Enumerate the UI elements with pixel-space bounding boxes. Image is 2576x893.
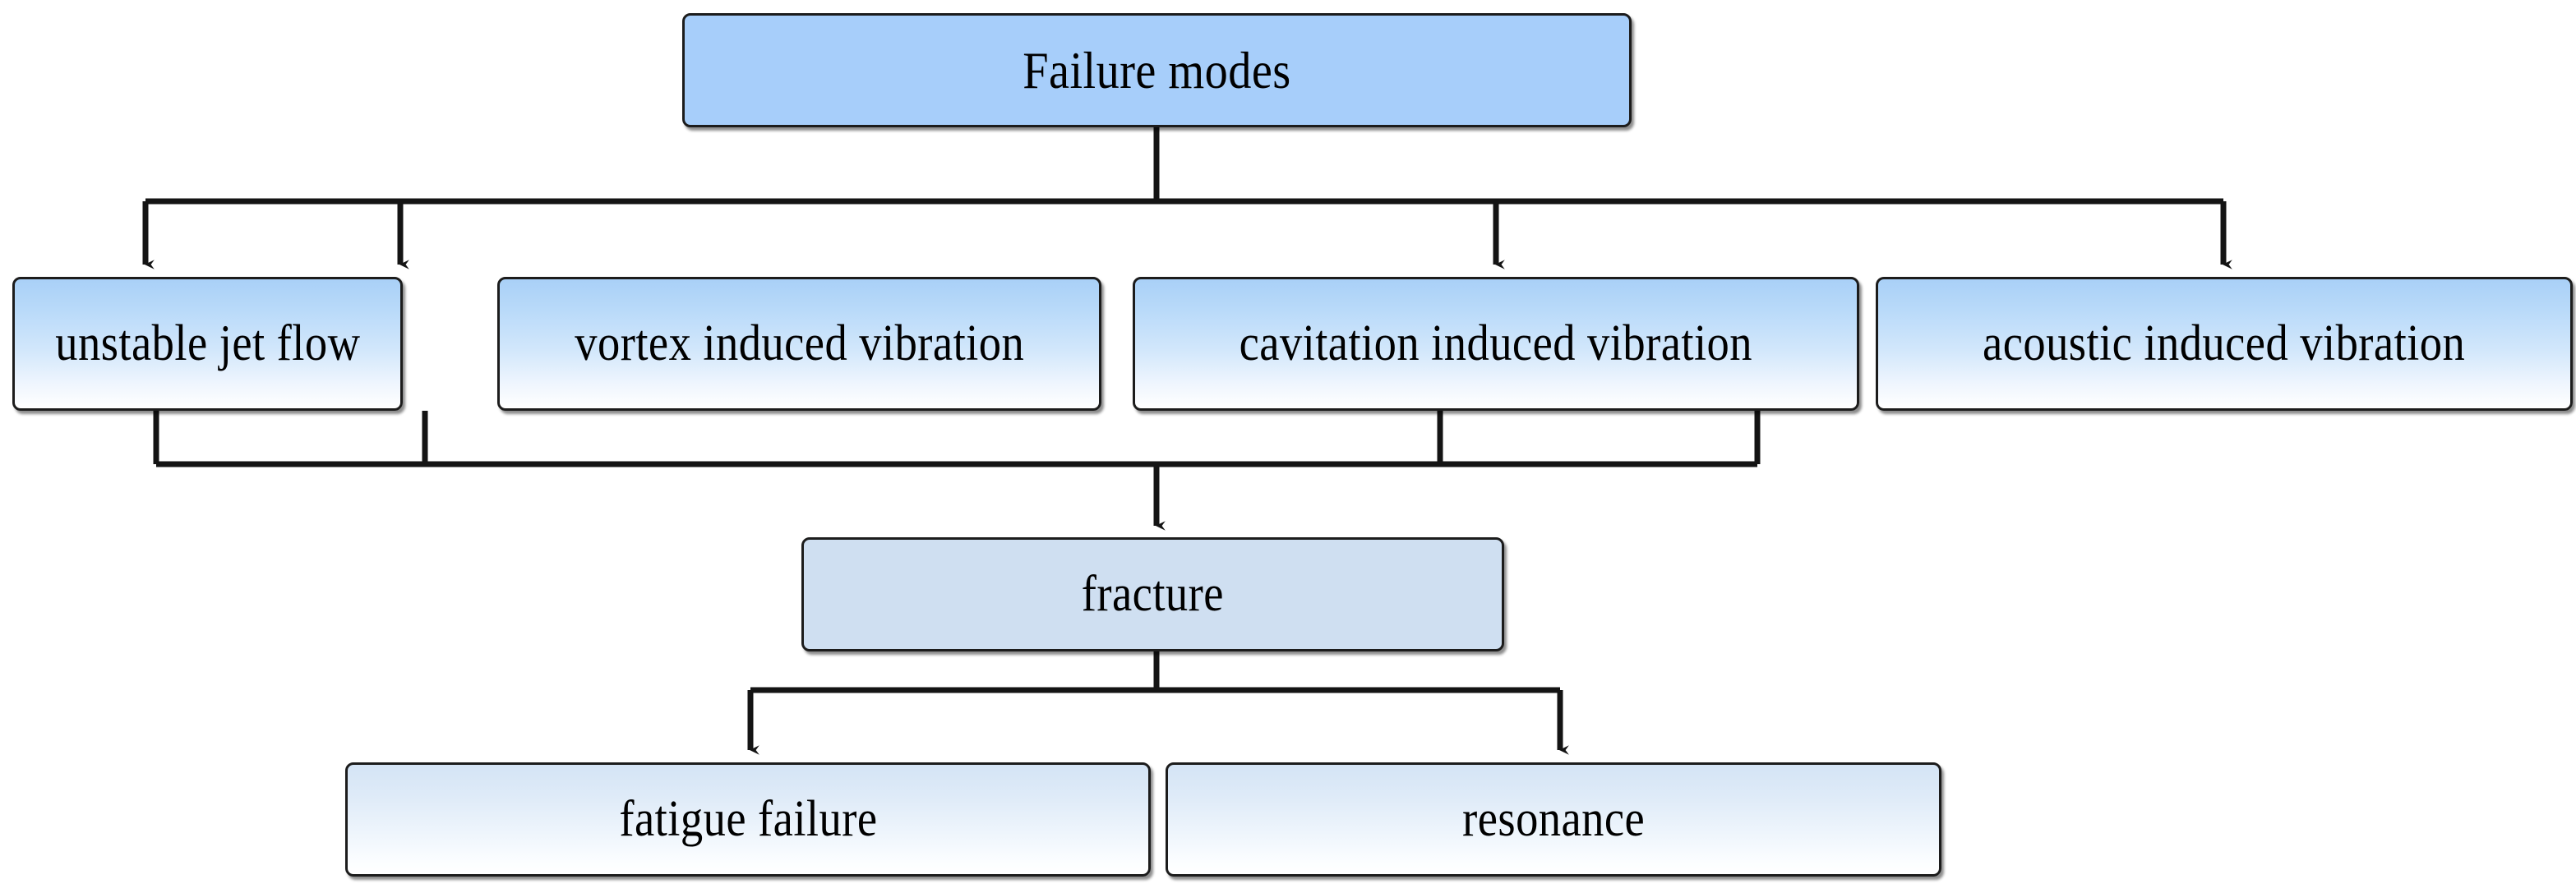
node-vortex-induced-vibration[interactable]: vortex induced vibration	[497, 277, 1101, 411]
node-label-vortex-induced-vibration: vortex induced vibration	[575, 315, 1024, 371]
node-failure-modes[interactable]: Failure modes	[682, 13, 1632, 127]
node-unstable-jet-flow[interactable]: unstable jet flow	[12, 277, 403, 411]
node-label-fatigue-failure: fatigue failure	[618, 790, 878, 847]
node-acoustic-induced-vibration[interactable]: acoustic induced vibration	[1876, 277, 2573, 411]
node-label-resonance: resonance	[1461, 790, 1646, 847]
node-resonance[interactable]: resonance	[1166, 762, 1941, 877]
node-label-failure-modes: Failure modes	[1023, 40, 1291, 99]
node-fracture[interactable]: fracture	[801, 537, 1504, 651]
node-label-acoustic-induced-vibration: acoustic induced vibration	[1983, 315, 2466, 371]
node-fatigue-failure[interactable]: fatigue failure	[345, 762, 1151, 877]
node-label-unstable-jet-flow: unstable jet flow	[54, 315, 361, 371]
node-label-fracture: fracture	[1081, 565, 1225, 622]
node-cavitation-induced-vibration[interactable]: cavitation induced vibration	[1133, 277, 1859, 411]
node-label-cavitation-induced-vibration: cavitation induced vibration	[1239, 315, 1753, 371]
